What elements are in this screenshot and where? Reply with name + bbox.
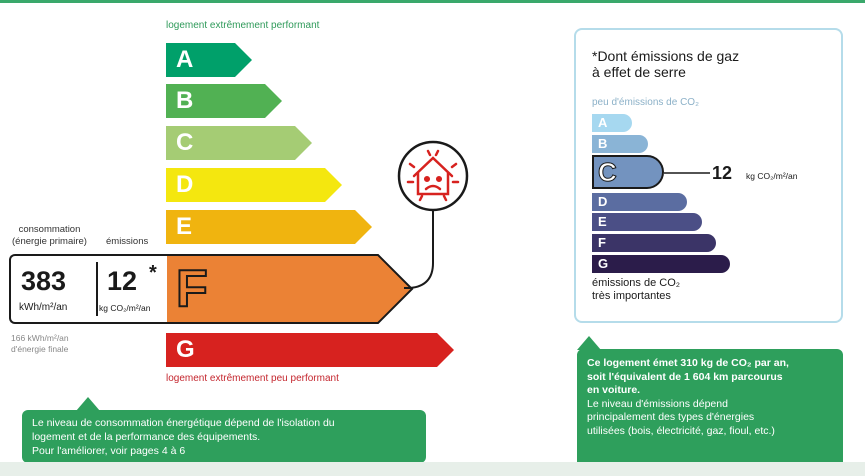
value-separator xyxy=(96,262,98,316)
energy-top-label: logement extrêmement performant xyxy=(166,20,320,31)
co2-class-label: F xyxy=(598,235,606,250)
co2-class-label: C xyxy=(598,157,618,188)
co2-low-label: peu d'émissions de CO₂ xyxy=(592,97,699,108)
co2-high-label: émissions de CO₂ très importantes xyxy=(592,277,681,302)
co2-class-label: D xyxy=(598,194,608,209)
energy-class-label: B xyxy=(176,87,194,114)
energy-class-e: E xyxy=(166,210,372,244)
poor-performance-badge xyxy=(397,140,469,289)
co2-title: *Dont émissions de gaz à effet de serre xyxy=(592,48,740,80)
bottom-accent-bar xyxy=(0,462,865,476)
co2-class-e: E xyxy=(592,213,702,231)
co2-class-g: G xyxy=(592,255,730,273)
energy-bottom-label: logement extrêmement peu performant xyxy=(166,373,339,384)
energy-class-label: E xyxy=(176,213,193,240)
co2-value-connector xyxy=(664,172,710,174)
emissions-header: émissions xyxy=(106,236,149,247)
energy-value-unit: kWh/m²/an xyxy=(19,302,68,313)
co2-class-label: E xyxy=(598,214,607,229)
energy-class-g: G xyxy=(166,333,454,367)
co2-note-highlight: Ce logement émet 310 kg de CO₂ par an, s… xyxy=(587,357,789,396)
emissions-star: * xyxy=(149,262,157,284)
co2-note: Ce logement émet 310 kg de CO₂ par an, s… xyxy=(577,349,843,473)
top-accent-bar xyxy=(0,0,865,3)
co2-class-c: C xyxy=(592,155,664,189)
co2-class-label: A xyxy=(598,115,608,130)
left-note-pointer xyxy=(76,397,100,411)
emissions-value: 12 xyxy=(107,266,138,296)
energy-class-label: A xyxy=(176,46,194,73)
energy-class-f-highlight: F xyxy=(166,254,414,324)
consumption-box: 383 kWh/m²/an 12 * kg CO₂/m²/an xyxy=(9,254,167,324)
consumption-header: consommation (énergie primaire) xyxy=(12,224,87,247)
co2-class-label: G xyxy=(598,256,609,271)
co2-class-a: A xyxy=(592,114,632,132)
energy-class-label: G xyxy=(176,336,195,363)
energy-class-label: F xyxy=(175,259,209,319)
co2-class-f: F xyxy=(592,234,716,252)
energy-value: 383 xyxy=(21,266,67,296)
energy-class-a: A xyxy=(166,43,252,77)
consumption-note: Le niveau de consommation énergétique dé… xyxy=(22,410,426,463)
sad-house-icon xyxy=(406,149,460,202)
co2-value-unit: kg CO₂/m²/an xyxy=(746,171,798,181)
co2-class-b: B xyxy=(592,135,648,153)
right-note-pointer xyxy=(577,336,601,350)
energy-class-b: B xyxy=(166,84,282,118)
co2-value: 12 xyxy=(712,163,733,183)
final-energy-note: 166 kWh/m²/an d'énergie finale xyxy=(11,333,69,354)
energy-class-label: C xyxy=(176,129,194,156)
co2-class-d: D xyxy=(592,193,687,211)
energy-class-label: D xyxy=(176,171,194,198)
energy-class-c: C xyxy=(166,126,312,160)
co2-note-text: Le niveau d'émissions dépend principalem… xyxy=(587,397,775,437)
emissions-unit: kg CO₂/m²/an xyxy=(99,303,151,313)
energy-class-d: D xyxy=(166,168,342,202)
co2-class-label: B xyxy=(598,136,608,151)
